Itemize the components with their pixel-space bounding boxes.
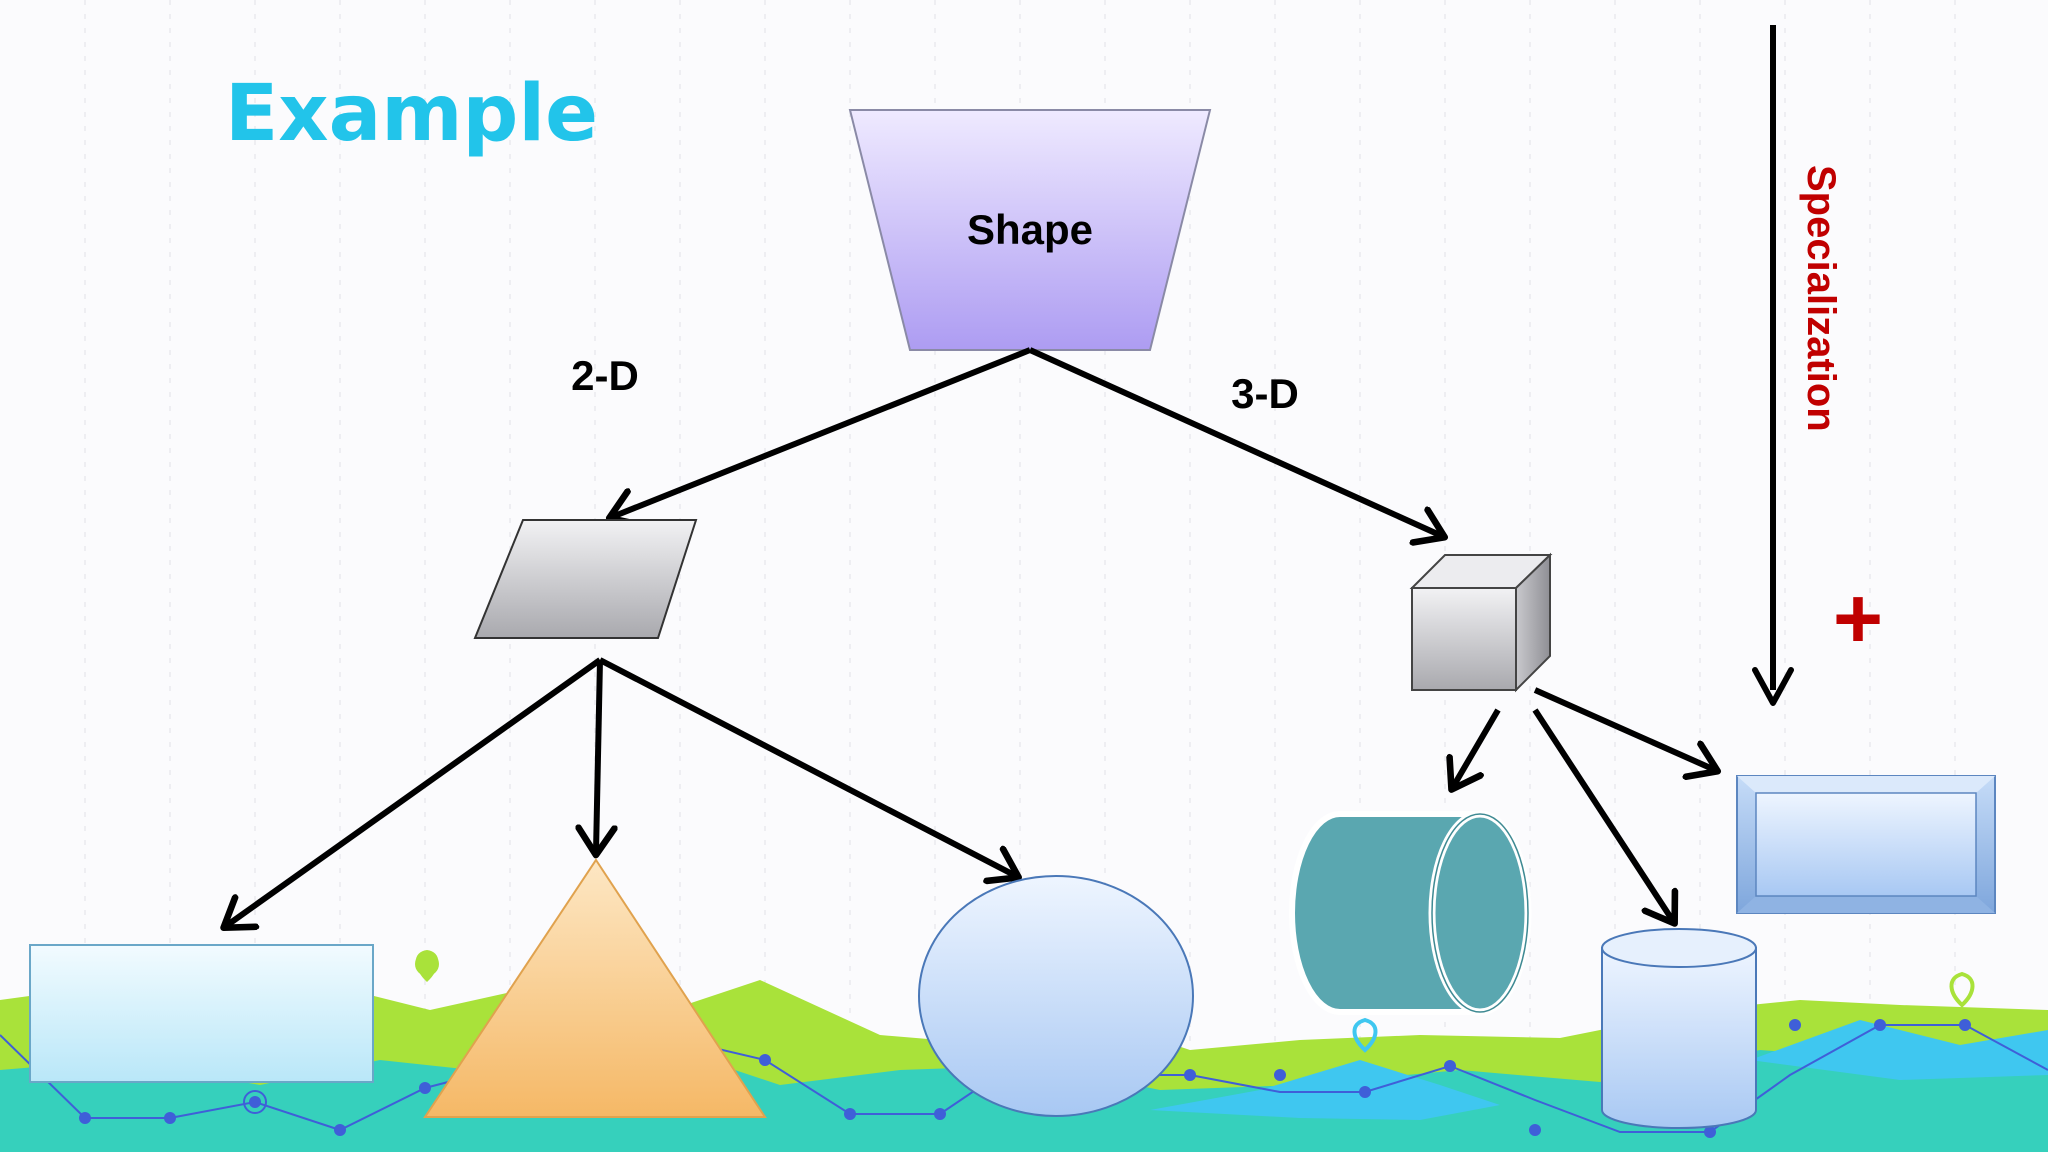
slide-title: Example [225, 69, 598, 159]
branch-label-2d: 2-D [571, 352, 639, 399]
beveled-box-node [1736, 775, 1996, 914]
cube-3d-node [1409, 552, 1553, 693]
circle-node [918, 875, 1194, 1117]
triangle-node [423, 858, 767, 1118]
location-pin-icon [1352, 1017, 1378, 1053]
location-pin-icon [415, 950, 439, 982]
root-shape-label: Shape [967, 206, 1093, 253]
horizontal-cylinder-node [1289, 810, 1532, 1016]
plus-icon: + [1833, 571, 1883, 667]
root-shape-node: Shape [848, 109, 1212, 351]
parallelogram-2d-node [473, 519, 698, 639]
branch-label-3d: 3-D [1231, 370, 1299, 417]
location-pin-icon [1949, 971, 1975, 1008]
vertical-cylinder-node [1601, 928, 1757, 1129]
specialization-label: Specialization [1799, 165, 1843, 432]
rectangle-node [29, 944, 374, 1083]
arrow-down-icon [1752, 25, 1794, 706]
connector-arrows [226, 347, 1715, 926]
